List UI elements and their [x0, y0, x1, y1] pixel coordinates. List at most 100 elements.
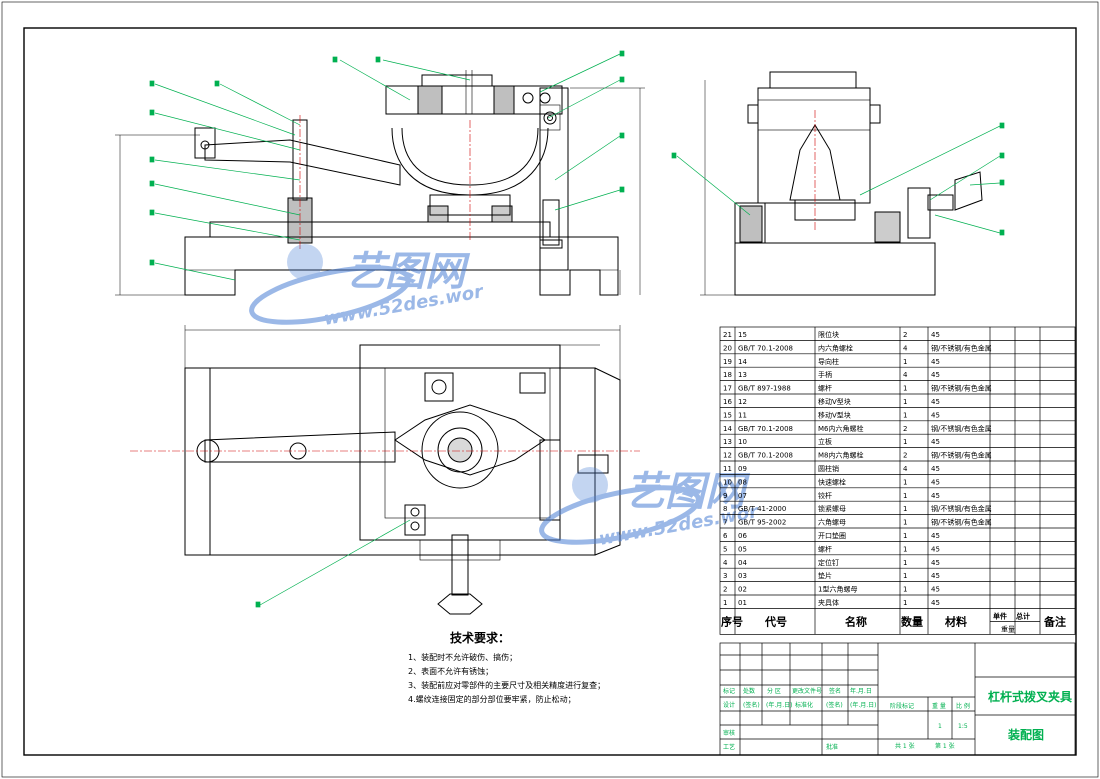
front-view: [115, 70, 645, 296]
bom-cell: 5: [723, 545, 727, 553]
tb-mark: 标记: [723, 687, 735, 695]
bom-cell: 45: [931, 478, 940, 486]
bom-cell: 螺杆: [818, 544, 832, 553]
tb-zone: 分 区: [767, 687, 781, 695]
tb-ymd-2: (年.月.日): [850, 701, 877, 709]
bom-cell: 05: [738, 545, 747, 553]
bom-cell: GB/T 70.1-2008: [738, 425, 793, 433]
bom-cell: 钢/不锈钢/有色金属: [931, 384, 992, 393]
tb-date: 年.月.日: [850, 687, 872, 695]
tech-requirements-title: 技术要求：: [450, 630, 510, 645]
bom-cell: 1: [903, 492, 907, 500]
bom-cell: 13: [723, 438, 732, 446]
bom-cell: GB/T 41-2000: [738, 505, 786, 513]
watermark-logo-text: 艺图网: [345, 249, 471, 295]
bom-cell: 45: [931, 465, 940, 473]
bom-cell: 19: [723, 358, 732, 366]
tb-sig: (签名): [743, 701, 760, 709]
bom-cell: 1: [903, 586, 907, 594]
bom-cell: 12: [738, 398, 747, 406]
bom-cell: 手柄: [818, 370, 832, 379]
bom-header: 序号: [721, 614, 743, 628]
bom-cell: 45: [931, 371, 940, 379]
bom-cell: 4: [903, 371, 908, 379]
bom-cell: 夹具体: [818, 598, 839, 607]
title-block-text: 标记 处数 分 区 更改文件号 签名 年.月.日 设计 (签名) (年.月.日)…: [723, 687, 1072, 751]
bom-cell: 08: [738, 478, 747, 486]
bom-cell: GB/T 70.1-2008: [738, 452, 793, 460]
bom-cell: 15: [723, 411, 732, 419]
bom-cell: 1: [903, 519, 907, 527]
bom-cell: 导向柱: [818, 357, 839, 366]
bom-cell: 移动V型块: [818, 397, 851, 406]
bom-cell: 02: [738, 586, 747, 594]
bom-cell: 45: [931, 492, 940, 500]
tb-sheets-total: 共 1 张: [895, 742, 915, 750]
watermark-left: 艺图网 www.52des.wor: [249, 244, 486, 330]
side-view: [700, 71, 983, 296]
tech-requirement-item: 1、装配时不允许破伤、搞伤；: [408, 652, 517, 662]
bom-header: 总计: [1016, 611, 1030, 620]
bom-header: 代号: [764, 614, 787, 628]
bom-cell: 18: [723, 371, 732, 379]
tb-count: 处数: [743, 687, 755, 695]
tech-requirement-item: 4.螺纹连接固定的部分部位要牢紧，防止松动；: [408, 694, 576, 704]
bom-cell: 13: [738, 371, 747, 379]
bom-cell: 六角螺母: [818, 518, 846, 527]
bom-cell: 45: [931, 599, 940, 607]
bom-cell: 11: [723, 465, 732, 473]
bom-cell: 1型六角螺母: [818, 585, 857, 594]
bom-cell: 钢/不锈钢/有色金属: [931, 343, 992, 352]
top-view: [130, 325, 640, 615]
bom-cell: 钢/不锈钢/有色金属: [931, 504, 992, 513]
bom-cell: 45: [931, 411, 940, 419]
bom-cell: 21: [723, 331, 732, 339]
bom-cell: 2: [903, 452, 907, 460]
bom-cell: 10: [738, 438, 747, 446]
bom-cell: 圆柱销: [818, 464, 839, 473]
bom-cell: 01: [738, 599, 747, 607]
bom-cell: 45: [931, 586, 940, 594]
tb-design: 设计: [723, 701, 735, 709]
bom-header: 材料: [945, 614, 967, 628]
bom-cell: 1: [903, 559, 907, 567]
bom-cell: 螺杆: [818, 384, 832, 393]
bom-cell: 1: [903, 505, 907, 513]
bom-cell: 限位块: [818, 330, 839, 339]
bom-cell: M6内六角螺栓: [818, 424, 864, 433]
tech-requirements: 技术要求： 1、装配时不允许破伤、搞伤；2、表面不允许有锈蚀；3、装配前应对零部…: [408, 630, 605, 704]
tb-process: 工艺: [723, 743, 735, 751]
bom-header: 备注: [1043, 614, 1066, 628]
bom-cell: 2: [903, 425, 907, 433]
bom-cell: 15: [738, 331, 747, 339]
bom-cell: 4: [903, 465, 908, 473]
bom-cell: 立板: [818, 437, 832, 446]
bom-cell: 11: [738, 411, 747, 419]
bom-cell: 1: [903, 411, 907, 419]
bom-header: 数量: [901, 614, 923, 628]
bom-cell: 垫片: [818, 571, 832, 580]
bom-cell: 17: [723, 385, 732, 393]
bom-cell: 1: [903, 572, 907, 580]
bom-cell: 锁紧螺母: [818, 504, 846, 513]
bom-cell: 1: [903, 478, 907, 486]
bom-cell: 3: [723, 572, 727, 580]
bom-cell: 钢/不锈钢/有色金属: [931, 424, 992, 433]
tb-ymd: (年.月.日): [766, 701, 793, 709]
tb-approve: 批准: [826, 743, 838, 751]
bom-cell: GB/T 897-1988: [738, 385, 791, 393]
tb-scale: 1:5: [958, 723, 968, 730]
bom-cell: 钢/不锈钢/有色金属: [931, 451, 992, 460]
bom-cell: 2: [723, 586, 727, 594]
bom-cell: 16: [723, 398, 732, 406]
bom-cell: 45: [931, 438, 940, 446]
bom-cell: 钢/不锈钢/有色金属: [931, 518, 992, 527]
bom-cell: 1: [903, 599, 907, 607]
tb-ratio: 比 例: [956, 702, 970, 710]
leader-lines: [149, 50, 1005, 608]
bom-cell: 1: [903, 438, 907, 446]
bom-header: 单件: [993, 611, 1007, 620]
bom-cell: 8: [723, 505, 727, 513]
